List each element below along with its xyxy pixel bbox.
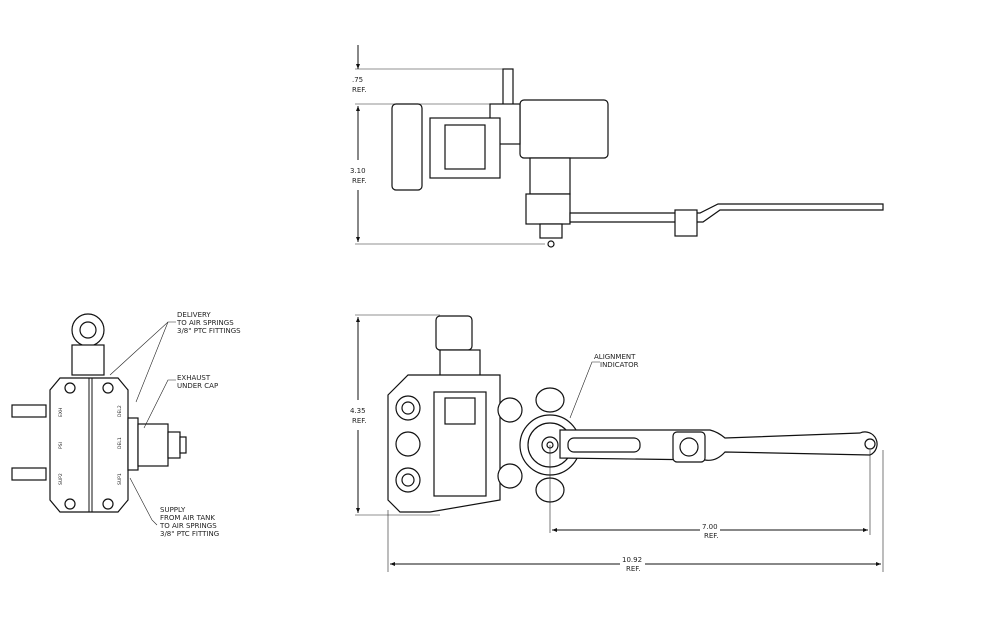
svg-text:DEL1: DEL1 (117, 437, 123, 449)
svg-text:FROM AIR TANK: FROM AIR TANK (160, 514, 215, 522)
port-labels: EXH PSI SUP2 DEL2 DEL1 SUP1 (58, 405, 123, 485)
side-view: EXH PSI SUP2 DEL2 DEL1 SUP1 DELIVERY TO … (11, 311, 241, 538)
svg-text:DELIVERY: DELIVERY (177, 311, 211, 319)
svg-text:INDICATOR: INDICATOR (600, 361, 639, 369)
svg-text:TO AIR SPRINGS: TO AIR SPRINGS (159, 522, 217, 530)
dim-front-height-note: REF. (352, 417, 366, 425)
dim-arm-note: REF. (704, 532, 718, 540)
dim-front-height-value: 4.35 (350, 407, 366, 415)
dim-top-value: .75 (352, 76, 363, 84)
dim-height-note: REF. (352, 177, 366, 185)
callout-supply: SUPPLY FROM AIR TANK TO AIR SPRINGS 3/8"… (159, 506, 219, 538)
svg-text:3/8" PTC FITTING: 3/8" PTC FITTING (160, 530, 219, 538)
front-view: 4.35 REF. ALIGNMENT INDICATOR 7.00 R (350, 314, 884, 573)
svg-text:EXHAUST: EXHAUST (177, 374, 211, 382)
svg-text:EXH: EXH (58, 408, 64, 417)
dim-arm-value: 7.00 (702, 523, 718, 531)
dim-height-value: 3.10 (350, 167, 366, 175)
svg-text:TO AIR SPRINGS: TO AIR SPRINGS (176, 319, 234, 327)
svg-text:3/8" PTC FITTINGS: 3/8" PTC FITTINGS (177, 327, 241, 335)
top-view: .75 REF. 3.10 REF. (350, 45, 884, 248)
callout-alignment: ALIGNMENT INDICATOR (594, 353, 639, 369)
dim-total-value: 10.92 (622, 556, 642, 564)
svg-text:UNDER CAP: UNDER CAP (177, 382, 218, 390)
svg-text:SUP1: SUP1 (117, 473, 123, 485)
svg-text:SUPPLY: SUPPLY (160, 506, 186, 514)
callout-exhaust: EXHAUST UNDER CAP (177, 374, 218, 390)
svg-text:DEL2: DEL2 (117, 405, 123, 417)
dim-total-note: REF. (626, 565, 640, 573)
svg-text:PSI: PSI (58, 442, 64, 449)
dim-top-note: REF. (352, 86, 366, 94)
svg-text:ALIGNMENT: ALIGNMENT (594, 353, 636, 361)
svg-text:SUP2: SUP2 (58, 473, 64, 485)
callout-delivery: DELIVERY TO AIR SPRINGS 3/8" PTC FITTING… (176, 311, 241, 335)
